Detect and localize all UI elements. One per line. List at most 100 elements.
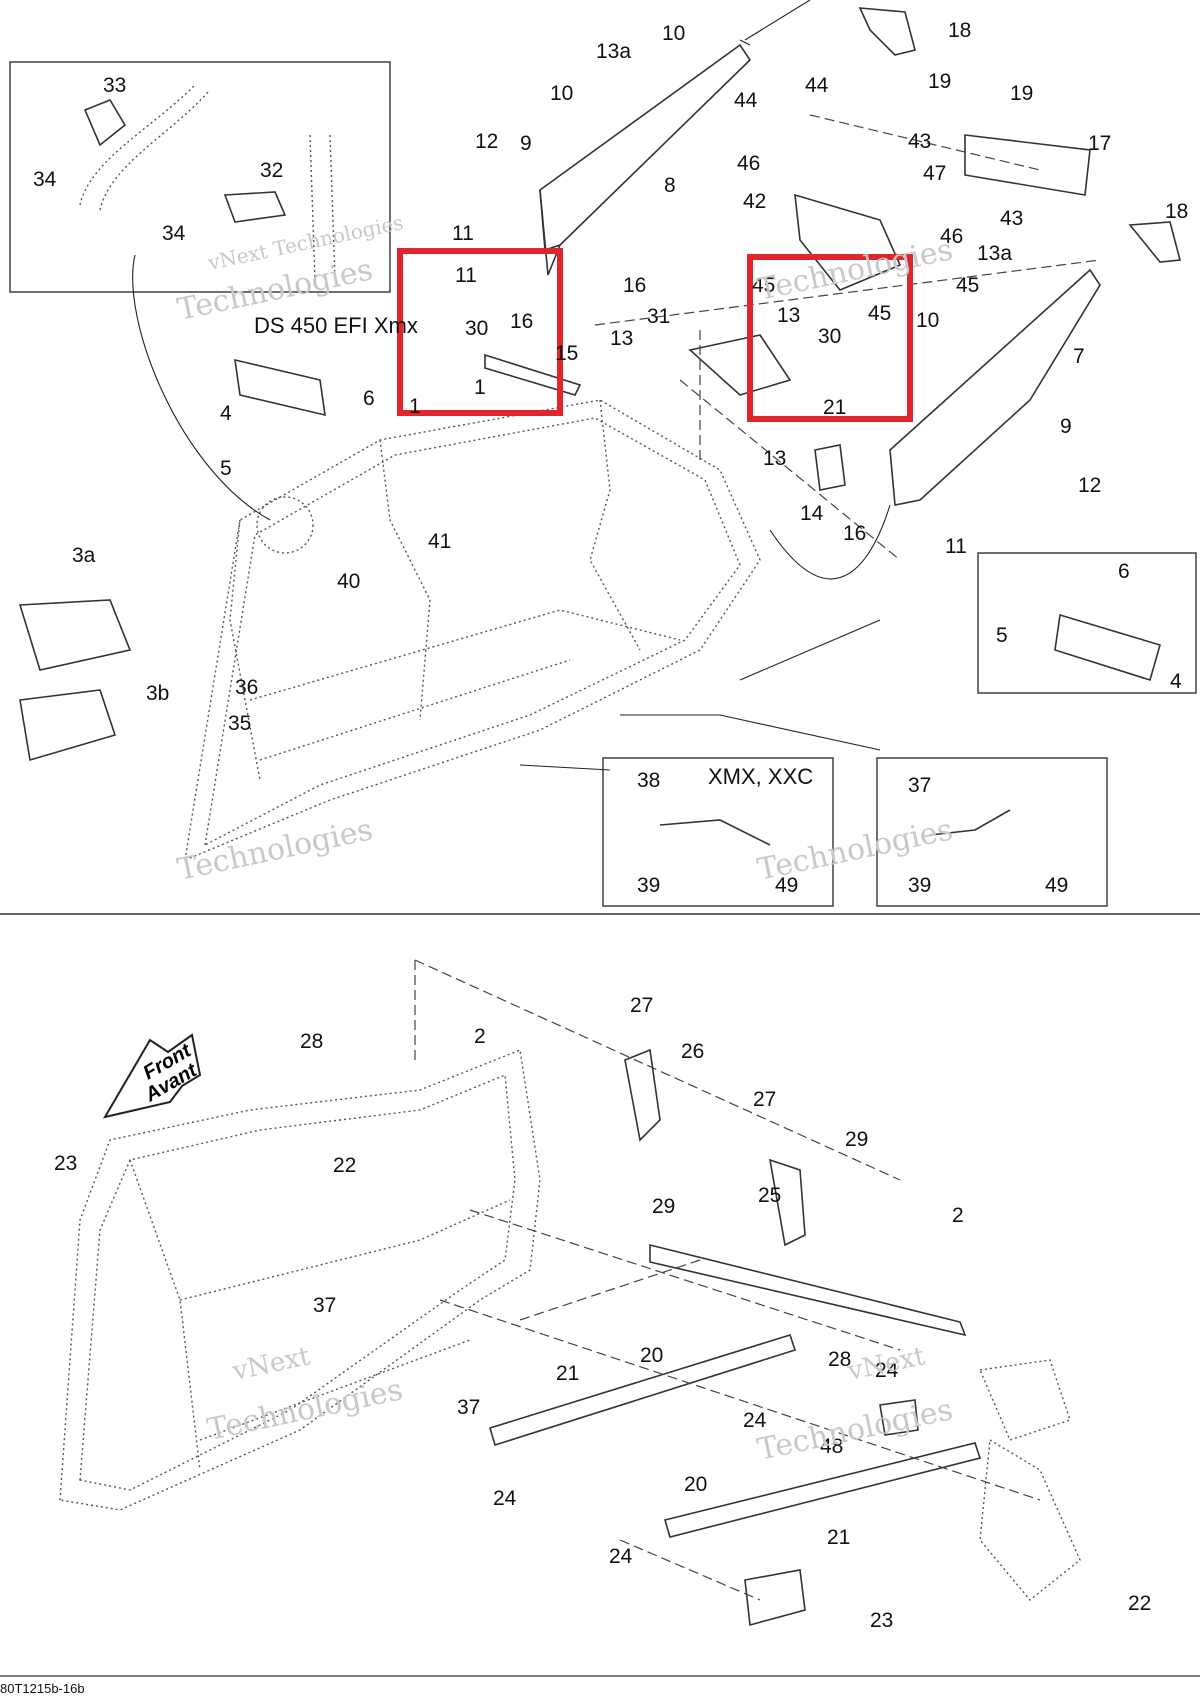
- svg-text:21: 21: [823, 396, 846, 419]
- svg-text:18: 18: [948, 19, 971, 42]
- part-20-upper: [489, 1334, 797, 1447]
- svg-text:29: 29: [652, 1195, 675, 1218]
- part-33: [83, 99, 127, 147]
- part-3a: [18, 599, 132, 671]
- svg-text:45: 45: [752, 274, 775, 297]
- svg-text:13: 13: [610, 327, 633, 350]
- svg-text:28: 28: [828, 1348, 851, 1371]
- svg-text:27: 27: [753, 1088, 776, 1111]
- figure-code: 80T1215b-16b: [0, 1681, 85, 1696]
- svg-text:2: 2: [952, 1204, 964, 1227]
- svg-text:40: 40: [337, 570, 360, 593]
- part-30-left-bracket: [484, 353, 582, 396]
- svg-text:29: 29: [845, 1128, 868, 1151]
- svg-text:11: 11: [455, 264, 477, 287]
- inset-box-37-39: [876, 757, 1108, 907]
- svg-text:43: 43: [908, 130, 931, 153]
- svg-text:28: 28: [300, 1030, 323, 1053]
- svg-text:22: 22: [333, 1154, 356, 1177]
- svg-text:2: 2: [474, 1025, 486, 1048]
- part-20-lower: [663, 1442, 982, 1538]
- svg-text:19: 19: [928, 70, 951, 93]
- svg-text:36: 36: [235, 676, 258, 699]
- part-39-a: [659, 819, 771, 846]
- part-42: [794, 193, 902, 291]
- svg-text:42: 42: [743, 190, 766, 213]
- svg-text:46: 46: [940, 225, 963, 248]
- svg-text:3b: 3b: [146, 682, 169, 705]
- svg-text:11: 11: [945, 535, 967, 558]
- part-7: [889, 268, 1101, 506]
- svg-text:13a: 13a: [977, 242, 1012, 265]
- inset-box-32-33: [9, 61, 391, 293]
- part-17: [964, 134, 1091, 196]
- svg-text:Technologies: Technologies: [754, 1392, 955, 1468]
- svg-text:47: 47: [923, 162, 946, 185]
- callouts-top: 13a 10 10 44 44 18 19 19 12 9 8 43 46 47…: [72, 19, 1188, 735]
- svg-text:31: 31: [647, 305, 670, 328]
- svg-text:1: 1: [474, 376, 486, 399]
- part-31-plate: [688, 334, 792, 396]
- svg-text:33: 33: [103, 74, 126, 97]
- svg-text:39: 39: [637, 874, 660, 897]
- part-4-right: [1054, 613, 1161, 682]
- svg-text:25: 25: [758, 1184, 781, 1207]
- variant-label-xmx-xxc: XMX, XXC: [708, 764, 813, 789]
- svg-text:45: 45: [956, 274, 979, 297]
- svg-text:11: 11: [452, 222, 474, 245]
- svg-text:21: 21: [827, 1526, 850, 1549]
- svg-text:23: 23: [54, 1152, 77, 1175]
- svg-text:10: 10: [916, 309, 939, 332]
- part-25: [768, 1158, 806, 1247]
- svg-text:27: 27: [630, 994, 653, 1017]
- svg-text:37: 37: [457, 1396, 480, 1419]
- inset-box-foot-peg: [977, 552, 1197, 694]
- svg-text:20: 20: [684, 1473, 707, 1496]
- svg-text:8: 8: [664, 174, 676, 197]
- svg-text:12: 12: [1078, 474, 1101, 497]
- svg-text:14: 14: [800, 502, 824, 525]
- svg-text:32: 32: [260, 159, 283, 182]
- highlight-part-30-left: [397, 248, 563, 416]
- svg-text:Technologies: Technologies: [754, 232, 955, 308]
- svg-text:vNext: vNext: [229, 1341, 313, 1387]
- svg-text:45: 45: [868, 302, 891, 325]
- variant-label-top-left: DS 450 EFI Xmx: [254, 313, 418, 338]
- svg-text:37: 37: [313, 1294, 336, 1317]
- part-32: [223, 191, 287, 223]
- svg-text:43: 43: [1000, 207, 1023, 230]
- svg-text:35: 35: [228, 712, 251, 735]
- svg-text:30: 30: [465, 317, 488, 340]
- svg-text:6: 6: [1118, 560, 1130, 583]
- svg-text:39: 39: [908, 874, 931, 897]
- front-arrow: Front Avant: [102, 1033, 202, 1119]
- inset-frame-tube: [79, 84, 196, 206]
- svg-text:5: 5: [996, 624, 1008, 647]
- part-3b: [19, 689, 117, 762]
- svg-text:19: 19: [1010, 82, 1033, 105]
- svg-text:34: 34: [33, 168, 57, 191]
- part-2-tube: [649, 1243, 967, 1337]
- part-23-bracket: [744, 1569, 806, 1627]
- svg-text:10: 10: [550, 82, 573, 105]
- svg-text:3a: 3a: [72, 544, 96, 567]
- svg-text:18: 18: [1165, 200, 1188, 223]
- svg-text:22: 22: [1128, 1592, 1151, 1615]
- callouts-bottom: 27 26 2 28 22 29 27 29 23 25 2 37 28 20 …: [54, 994, 1151, 1632]
- svg-text:10: 10: [662, 22, 685, 45]
- part-26: [624, 1048, 661, 1142]
- svg-text:24: 24: [875, 1359, 899, 1382]
- svg-text:23: 23: [870, 1609, 893, 1632]
- svg-text:46: 46: [737, 152, 760, 175]
- svg-text:30: 30: [818, 325, 841, 348]
- highlight-part-30-right: [747, 254, 913, 422]
- svg-text:15: 15: [555, 342, 578, 365]
- svg-text:5: 5: [220, 457, 232, 480]
- svg-text:49: 49: [775, 874, 798, 897]
- part-18-right: [1128, 221, 1182, 263]
- svg-text:38: 38: [637, 769, 660, 792]
- svg-text:7: 7: [1073, 345, 1085, 368]
- svg-text:21: 21: [556, 1362, 579, 1385]
- svg-text:49: 49: [1045, 874, 1068, 897]
